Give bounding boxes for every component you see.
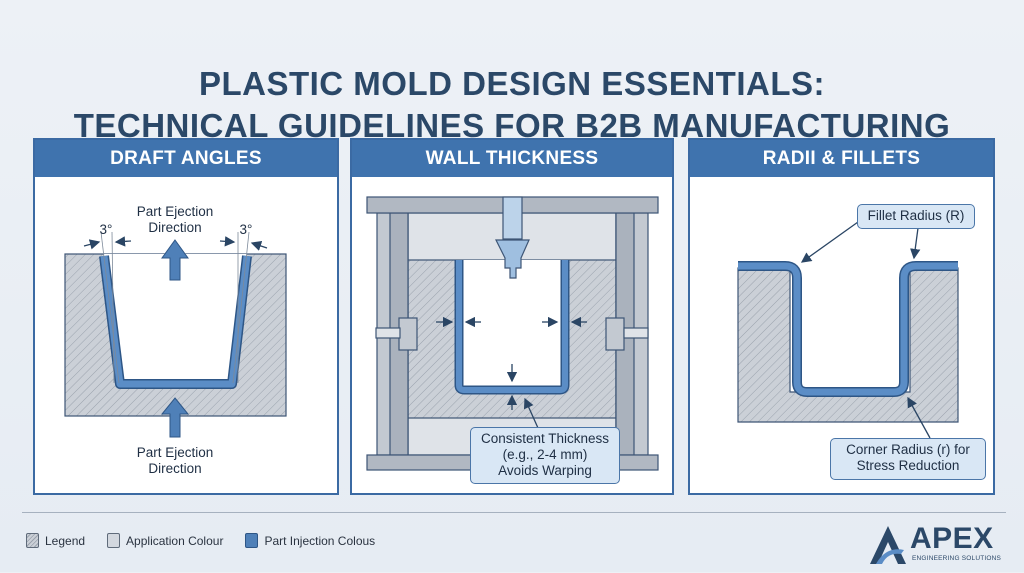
corner-radius-callout: Corner Radius (r) for Stress Reduction — [830, 438, 986, 480]
legend-label: Legend — [45, 533, 86, 548]
callout-line: Consistent Thickness — [480, 431, 610, 446]
panel-heading: DRAFT ANGLES — [35, 140, 337, 177]
draft-bottom-label: Part Ejection Direction — [136, 445, 214, 476]
fillet-radius-callout: Fillet Radius (R) — [857, 204, 975, 229]
callout-line: (e.g., 2-4 mm) — [502, 447, 588, 462]
legend-label: Application Colour — [126, 533, 224, 548]
legend: Legend Application Colour Part Injection… — [26, 533, 397, 548]
fillet-arrows — [800, 221, 931, 439]
thickness-callout: Consistent Thickness (e.g., 2-4 mm) Avoi… — [470, 427, 620, 484]
callout-line: Corner Radius (r) for — [846, 442, 970, 457]
callout-line: Avoids Warping — [498, 463, 592, 478]
apex-logo: APEX ENGINEERING SOLUTIONS — [868, 524, 1018, 568]
divider — [22, 512, 1006, 513]
logo-tagline: ENGINEERING SOLUTIONS — [912, 555, 1002, 562]
title-line-2: TECHNICAL GUIDELINES FOR B2B MANUFACTURI… — [73, 107, 951, 144]
legend-item: Legend — [26, 533, 85, 548]
title-line-1: PLASTIC MOLD DESIGN ESSENTIALS: — [198, 65, 826, 102]
draft-guides — [100, 231, 250, 384]
draft-angle-arrows — [83, 236, 268, 251]
logo-name: APEX — [910, 522, 994, 555]
callout-line: Stress Reduction — [856, 458, 960, 473]
fillet-part — [737, 261, 959, 423]
legend-item: Application Colour — [107, 533, 223, 548]
thickness-arrows — [436, 316, 587, 429]
gray-swatch-icon — [107, 533, 121, 548]
legend-label: Part Injection Colous — [264, 533, 376, 548]
draft-angle-right: 3° — [239, 222, 253, 237]
logo-mark-icon — [870, 526, 906, 564]
hatched-swatch-icon — [26, 533, 39, 548]
legend-item: Part Injection Colous — [245, 533, 375, 548]
panel-heading: RADII & FILLETS — [690, 140, 993, 177]
panel-heading: WALL THICKNESS — [352, 140, 672, 177]
draft-top-label: Part Ejection Direction — [136, 204, 214, 235]
ejection-arrow-up-icon — [161, 239, 189, 281]
nozzle — [495, 196, 530, 279]
draft-angle-left: 3° — [99, 222, 113, 237]
blue-swatch-icon — [245, 533, 259, 548]
ejection-arrow-bottom-icon — [160, 397, 190, 438]
injection-mold-assembly — [366, 196, 659, 471]
